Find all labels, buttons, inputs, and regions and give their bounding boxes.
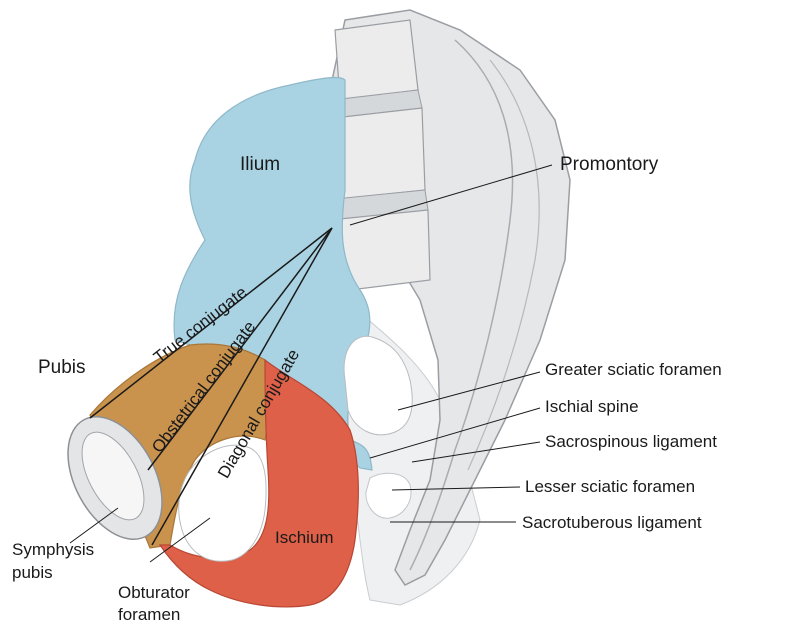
label-pubis: Pubis	[38, 358, 86, 378]
label-ischium: Ischium	[275, 528, 334, 548]
label-symphysis-line2: pubis	[12, 563, 53, 583]
label-ischial-spine: Ischial spine	[545, 397, 639, 417]
label-obturator-line1: Obturator	[118, 583, 190, 603]
vertebra-l5	[335, 20, 418, 100]
label-sacrospinous-ligament: Sacrospinous ligament	[545, 432, 717, 452]
label-promontory: Promontory	[560, 155, 658, 175]
label-greater-sciatic-foramen: Greater sciatic foramen	[545, 360, 722, 380]
label-sacrotuberous-ligament: Sacrotuberous ligament	[522, 513, 702, 533]
label-lesser-sciatic-foramen: Lesser sciatic foramen	[525, 477, 695, 497]
label-obturator-line2: foramen	[118, 605, 180, 625]
label-symphysis-line1: Symphysis	[12, 540, 94, 560]
label-ilium: Ilium	[240, 155, 280, 175]
